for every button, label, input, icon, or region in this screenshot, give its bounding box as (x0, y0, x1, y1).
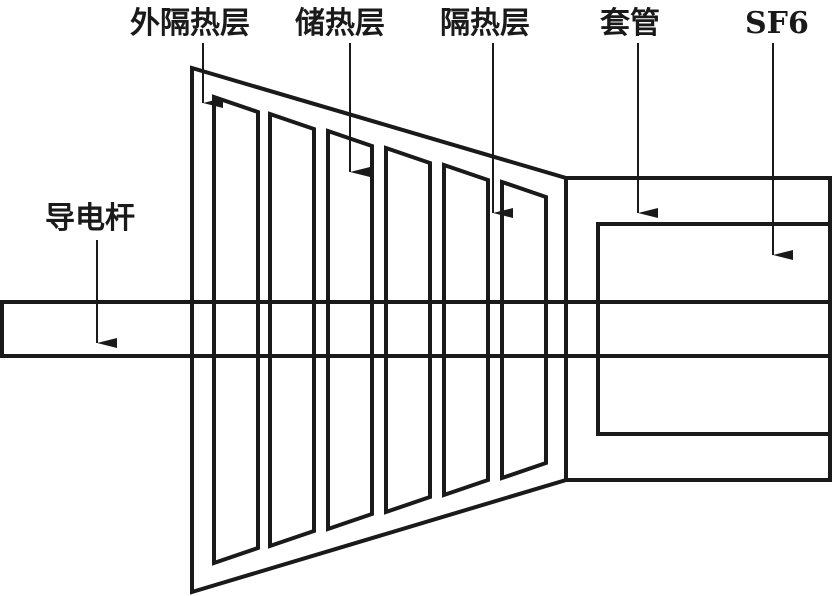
sf6-region (596, 222, 832, 436)
label-insulation: 隔热层 (440, 6, 530, 41)
label-conductor-rod: 导电杆 (45, 201, 135, 236)
heat-storage-slot (500, 179, 548, 481)
label-heat-storage: 储热层 (295, 6, 385, 41)
heat-storage-slot (212, 94, 260, 566)
outer-insulation-layer (190, 65, 568, 595)
heat-storage-slots (212, 94, 548, 566)
heat-storage-slot (268, 111, 316, 549)
label-bushing: 套管 (600, 6, 660, 41)
label-outer-insulation: 外隔热层 (130, 6, 250, 41)
heat-storage-slot (442, 162, 490, 498)
conductor-rod (0, 300, 832, 358)
heat-storage-slot (384, 145, 432, 515)
label-sf6: SF6 (745, 6, 809, 41)
heat-storage-slot (326, 128, 374, 532)
